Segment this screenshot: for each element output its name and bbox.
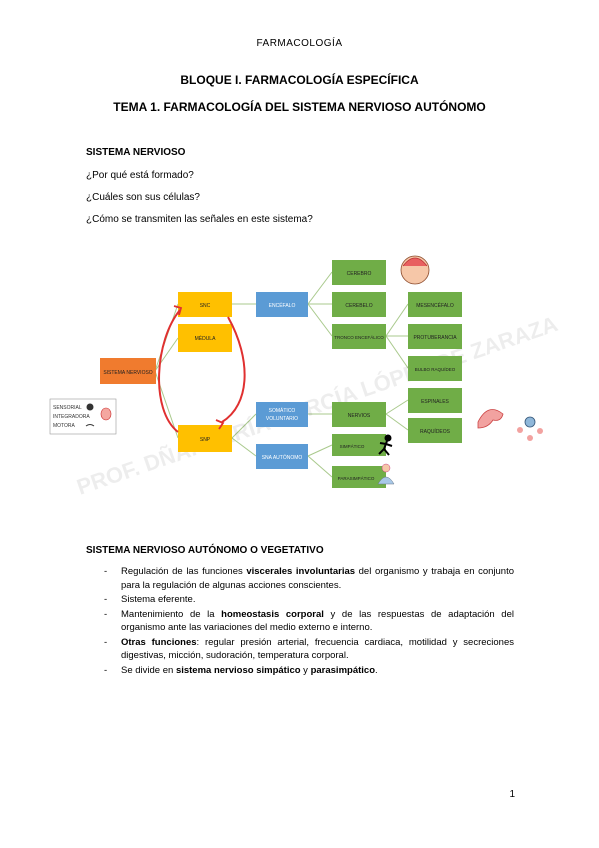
- box-snc: SNC: [178, 292, 232, 317]
- svg-text:SNA AUTÓNOMO: SNA AUTÓNOMO: [262, 454, 303, 461]
- box-parasimpatico: PARASIMPÁTICO: [332, 466, 386, 488]
- tema-title: TEMA 1. FARMACOLOGÍA DEL SISTEMA NERVIOS…: [113, 100, 486, 114]
- box-somatico: SOMÁTICO VOLUNTARIO: [256, 402, 308, 427]
- box-raquideos: RAQUÍDEOS: [408, 418, 462, 443]
- box-medula: MÉDULA: [178, 324, 232, 352]
- svg-text:MÉDULA: MÉDULA: [195, 335, 217, 342]
- box-espinales: ESPINALES: [408, 388, 462, 413]
- running-header: FARMACOLOGÍA: [256, 38, 343, 49]
- bullet-item: -Regulación de las funciones viscerales …: [104, 566, 515, 591]
- svg-text:ENCÉFALO: ENCÉFALO: [269, 302, 296, 309]
- motora-label: MOTORA: [53, 423, 76, 429]
- box-protuberancia: PROTUBERANCIA: [408, 324, 462, 349]
- box-mesencefalo: MESENCÉFALO: [408, 292, 462, 317]
- svg-text:MESENCÉFALO: MESENCÉFALO: [416, 302, 454, 309]
- box-simpatico: SIMPÁTICO: [332, 434, 386, 456]
- question-2: ¿Cuáles son sus células?: [86, 192, 200, 203]
- svg-text:SIMPÁTICO: SIMPÁTICO: [340, 443, 365, 449]
- svg-text:SISTEMA NERVIOSO: SISTEMA NERVIOSO: [103, 370, 152, 376]
- nervous-system-diagram: PROF. DÑA. MARÍA GARCÍA LÓPEZ DE ZARAZA …: [49, 255, 561, 500]
- meditating-person-icon: [377, 463, 395, 485]
- sensorial-box: SENSORIAL INTEGRADORA MOTORA: [49, 398, 117, 435]
- brain-icon: [100, 407, 112, 421]
- svg-text:CEREBELO: CEREBELO: [345, 303, 372, 309]
- svg-text:SOMÁTICO: SOMÁTICO: [269, 407, 296, 414]
- box-cerebro: CEREBRO: [332, 260, 386, 285]
- box-bulbo: BULBO RAQUÍDEO: [408, 356, 462, 381]
- svg-text:PROTUBERANCIA: PROTUBERANCIA: [413, 335, 457, 341]
- bullet-item: -Se divide en sistema nervioso simpático…: [104, 664, 378, 676]
- question-3: ¿Cómo se transmiten las señales en este …: [86, 214, 313, 225]
- block-title: BLOQUE I. FARMACOLOGÍA ESPECÍFICA: [180, 73, 419, 87]
- nerve-eye-icon: [517, 416, 543, 441]
- muscle-arm-icon: [477, 409, 504, 429]
- box-sna: SNA AUTÓNOMO: [256, 444, 308, 469]
- svg-text:PARASIMPÁTICO: PARASIMPÁTICO: [338, 475, 375, 481]
- svg-text:CEREBRO: CEREBRO: [347, 271, 372, 277]
- box-cerebelo: CEREBELO: [332, 292, 386, 317]
- question-1: ¿Por qué está formado?: [86, 170, 194, 181]
- svg-text:VOLUNTARIO: VOLUNTARIO: [266, 416, 298, 422]
- bullet-item: -Otras funciones: regular presión arteri…: [104, 636, 515, 662]
- box-encefalo: ENCÉFALO: [256, 292, 308, 317]
- svg-text:ESPINALES: ESPINALES: [421, 399, 449, 405]
- svg-text:SNC: SNC: [200, 303, 211, 309]
- head-brain-icon: [400, 255, 430, 285]
- sna-bullet-list: -Regulación de las funciones viscerales …: [86, 565, 514, 678]
- integradora-label: INTEGRADORA: [53, 414, 90, 420]
- red-arrows: [158, 305, 246, 433]
- svg-text:SNP: SNP: [200, 437, 211, 443]
- svg-text:BULBO RAQUÍDEO: BULBO RAQUÍDEO: [415, 366, 456, 372]
- closed-eye-icon: [85, 424, 95, 427]
- page-number: 1: [509, 789, 515, 800]
- box-sistema-nervioso: SISTEMA NERVIOSO: [100, 358, 156, 384]
- box-tronco: TRONCO ENCEFÁLICO: [332, 324, 386, 349]
- bullet-item: -Sistema eferente.: [104, 594, 196, 605]
- sensorial-label: SENSORIAL: [53, 405, 82, 411]
- box-snp: SNP: [178, 425, 232, 452]
- section-heading-sistema-nervioso: SISTEMA NERVIOSO: [86, 147, 186, 158]
- svg-text:RAQUÍDEOS: RAQUÍDEOS: [420, 428, 451, 435]
- svg-text:TRONCO ENCEFÁLICO: TRONCO ENCEFÁLICO: [334, 334, 384, 340]
- section-heading-sna: SISTEMA NERVIOSO AUTÓNOMO O VEGETATIVO: [86, 545, 324, 556]
- box-nervios: NERVIOS: [332, 402, 386, 427]
- svg-text:NERVIOS: NERVIOS: [348, 413, 371, 419]
- bullet-item: -Mantenimiento de la homeostasis corpora…: [104, 608, 514, 634]
- watermark: PROF. DÑA. MARÍA GARCÍA LÓPEZ DE ZARAZA: [73, 311, 560, 500]
- eye-icon: [86, 403, 94, 411]
- running-person-icon: [378, 434, 393, 456]
